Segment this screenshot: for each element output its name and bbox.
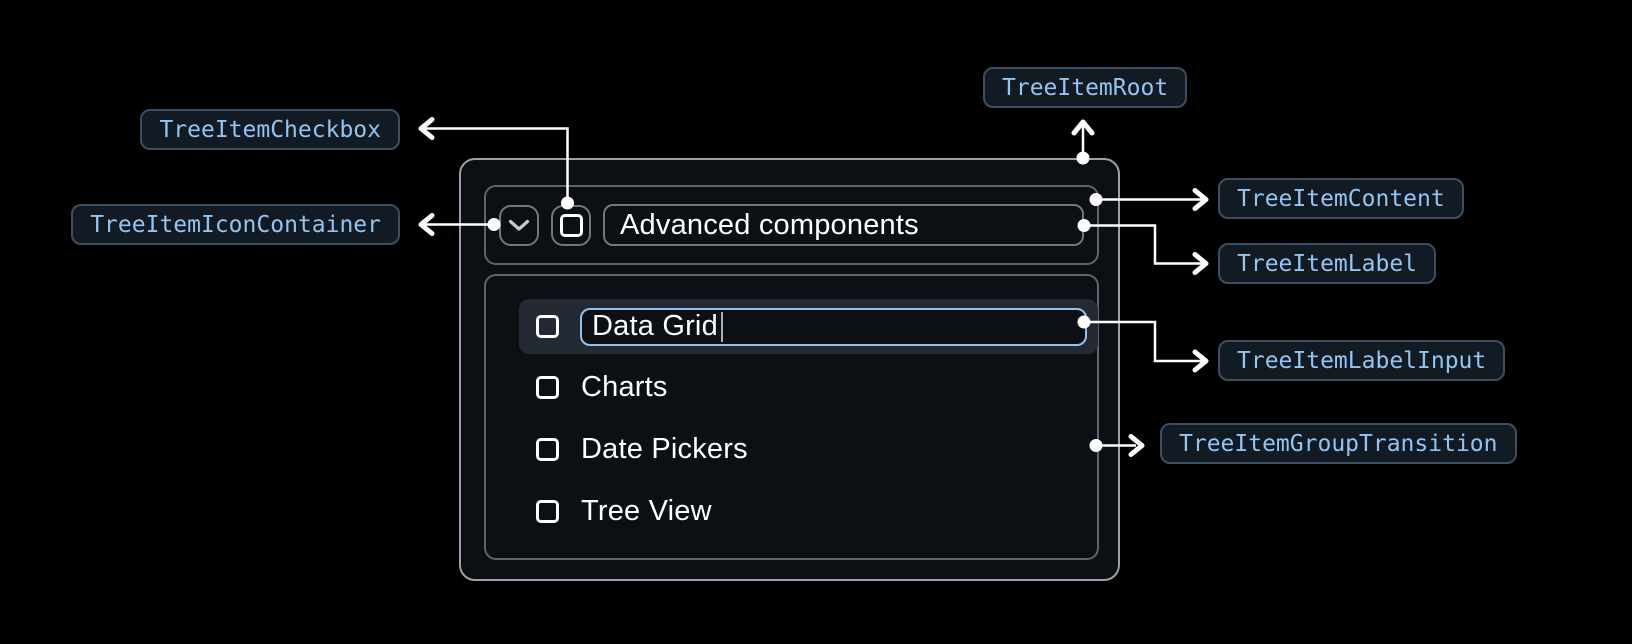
tree-item-row[interactable]: Tree View <box>486 480 1097 542</box>
badge-tree-item-label-input: TreeItemLabelInput <box>1218 340 1506 381</box>
tree-item-label: Advanced components <box>603 204 1084 246</box>
label-input-value: Data Grid <box>592 310 718 342</box>
checkbox-unchecked-icon <box>559 213 583 237</box>
text-caret <box>720 311 723 342</box>
arrowhead-right-icon <box>1192 349 1209 373</box>
tree-item-row[interactable]: Date Pickers <box>486 418 1097 480</box>
arrowhead-up-icon <box>1071 119 1095 136</box>
badge-tree-item-root: TreeItemRoot <box>983 67 1188 108</box>
badge-tree-item-group-transition: TreeItemGroupTransition <box>1160 423 1517 464</box>
chevron-down-icon <box>508 219 530 231</box>
tree-item-label-input[interactable]: Data Grid <box>580 307 1087 346</box>
tree-item-label: Charts <box>581 370 668 403</box>
arrowhead-left-icon <box>418 213 435 236</box>
parent-item-label: Advanced components <box>620 208 919 241</box>
arrowhead-right-icon <box>1192 252 1209 275</box>
badge-tree-item-label: TreeItemLabel <box>1218 243 1437 284</box>
checkbox-unchecked-icon[interactable] <box>536 315 559 338</box>
checkbox-unchecked-icon[interactable] <box>536 375 559 399</box>
arrowhead-right-icon <box>1192 188 1209 211</box>
arrowhead-right-icon <box>1128 434 1145 457</box>
tree-item-checkbox[interactable] <box>551 204 591 246</box>
arrowhead-left-icon <box>418 117 435 140</box>
badge-tree-item-icon-container: TreeItemIconContainer <box>71 204 400 245</box>
tree-item-root: Advanced components Data Grid Charts Dat… <box>459 158 1120 581</box>
tree-item-label: Tree View <box>581 494 712 527</box>
tree-item-row[interactable]: Charts <box>486 356 1097 418</box>
tree-item-row-editing[interactable]: Data Grid <box>519 299 1098 354</box>
tree-item-group-transition: Data Grid Charts Date Pickers Tree View <box>484 274 1099 560</box>
checkbox-unchecked-icon[interactable] <box>536 437 559 461</box>
tree-item-label: Date Pickers <box>581 432 748 465</box>
badge-tree-item-checkbox: TreeItemCheckbox <box>140 109 400 150</box>
tree-item-content[interactable]: Advanced components <box>484 185 1099 265</box>
checkbox-unchecked-icon[interactable] <box>536 499 559 523</box>
tree-item-icon-container[interactable] <box>499 204 539 246</box>
badge-tree-item-content: TreeItemContent <box>1218 178 1464 219</box>
